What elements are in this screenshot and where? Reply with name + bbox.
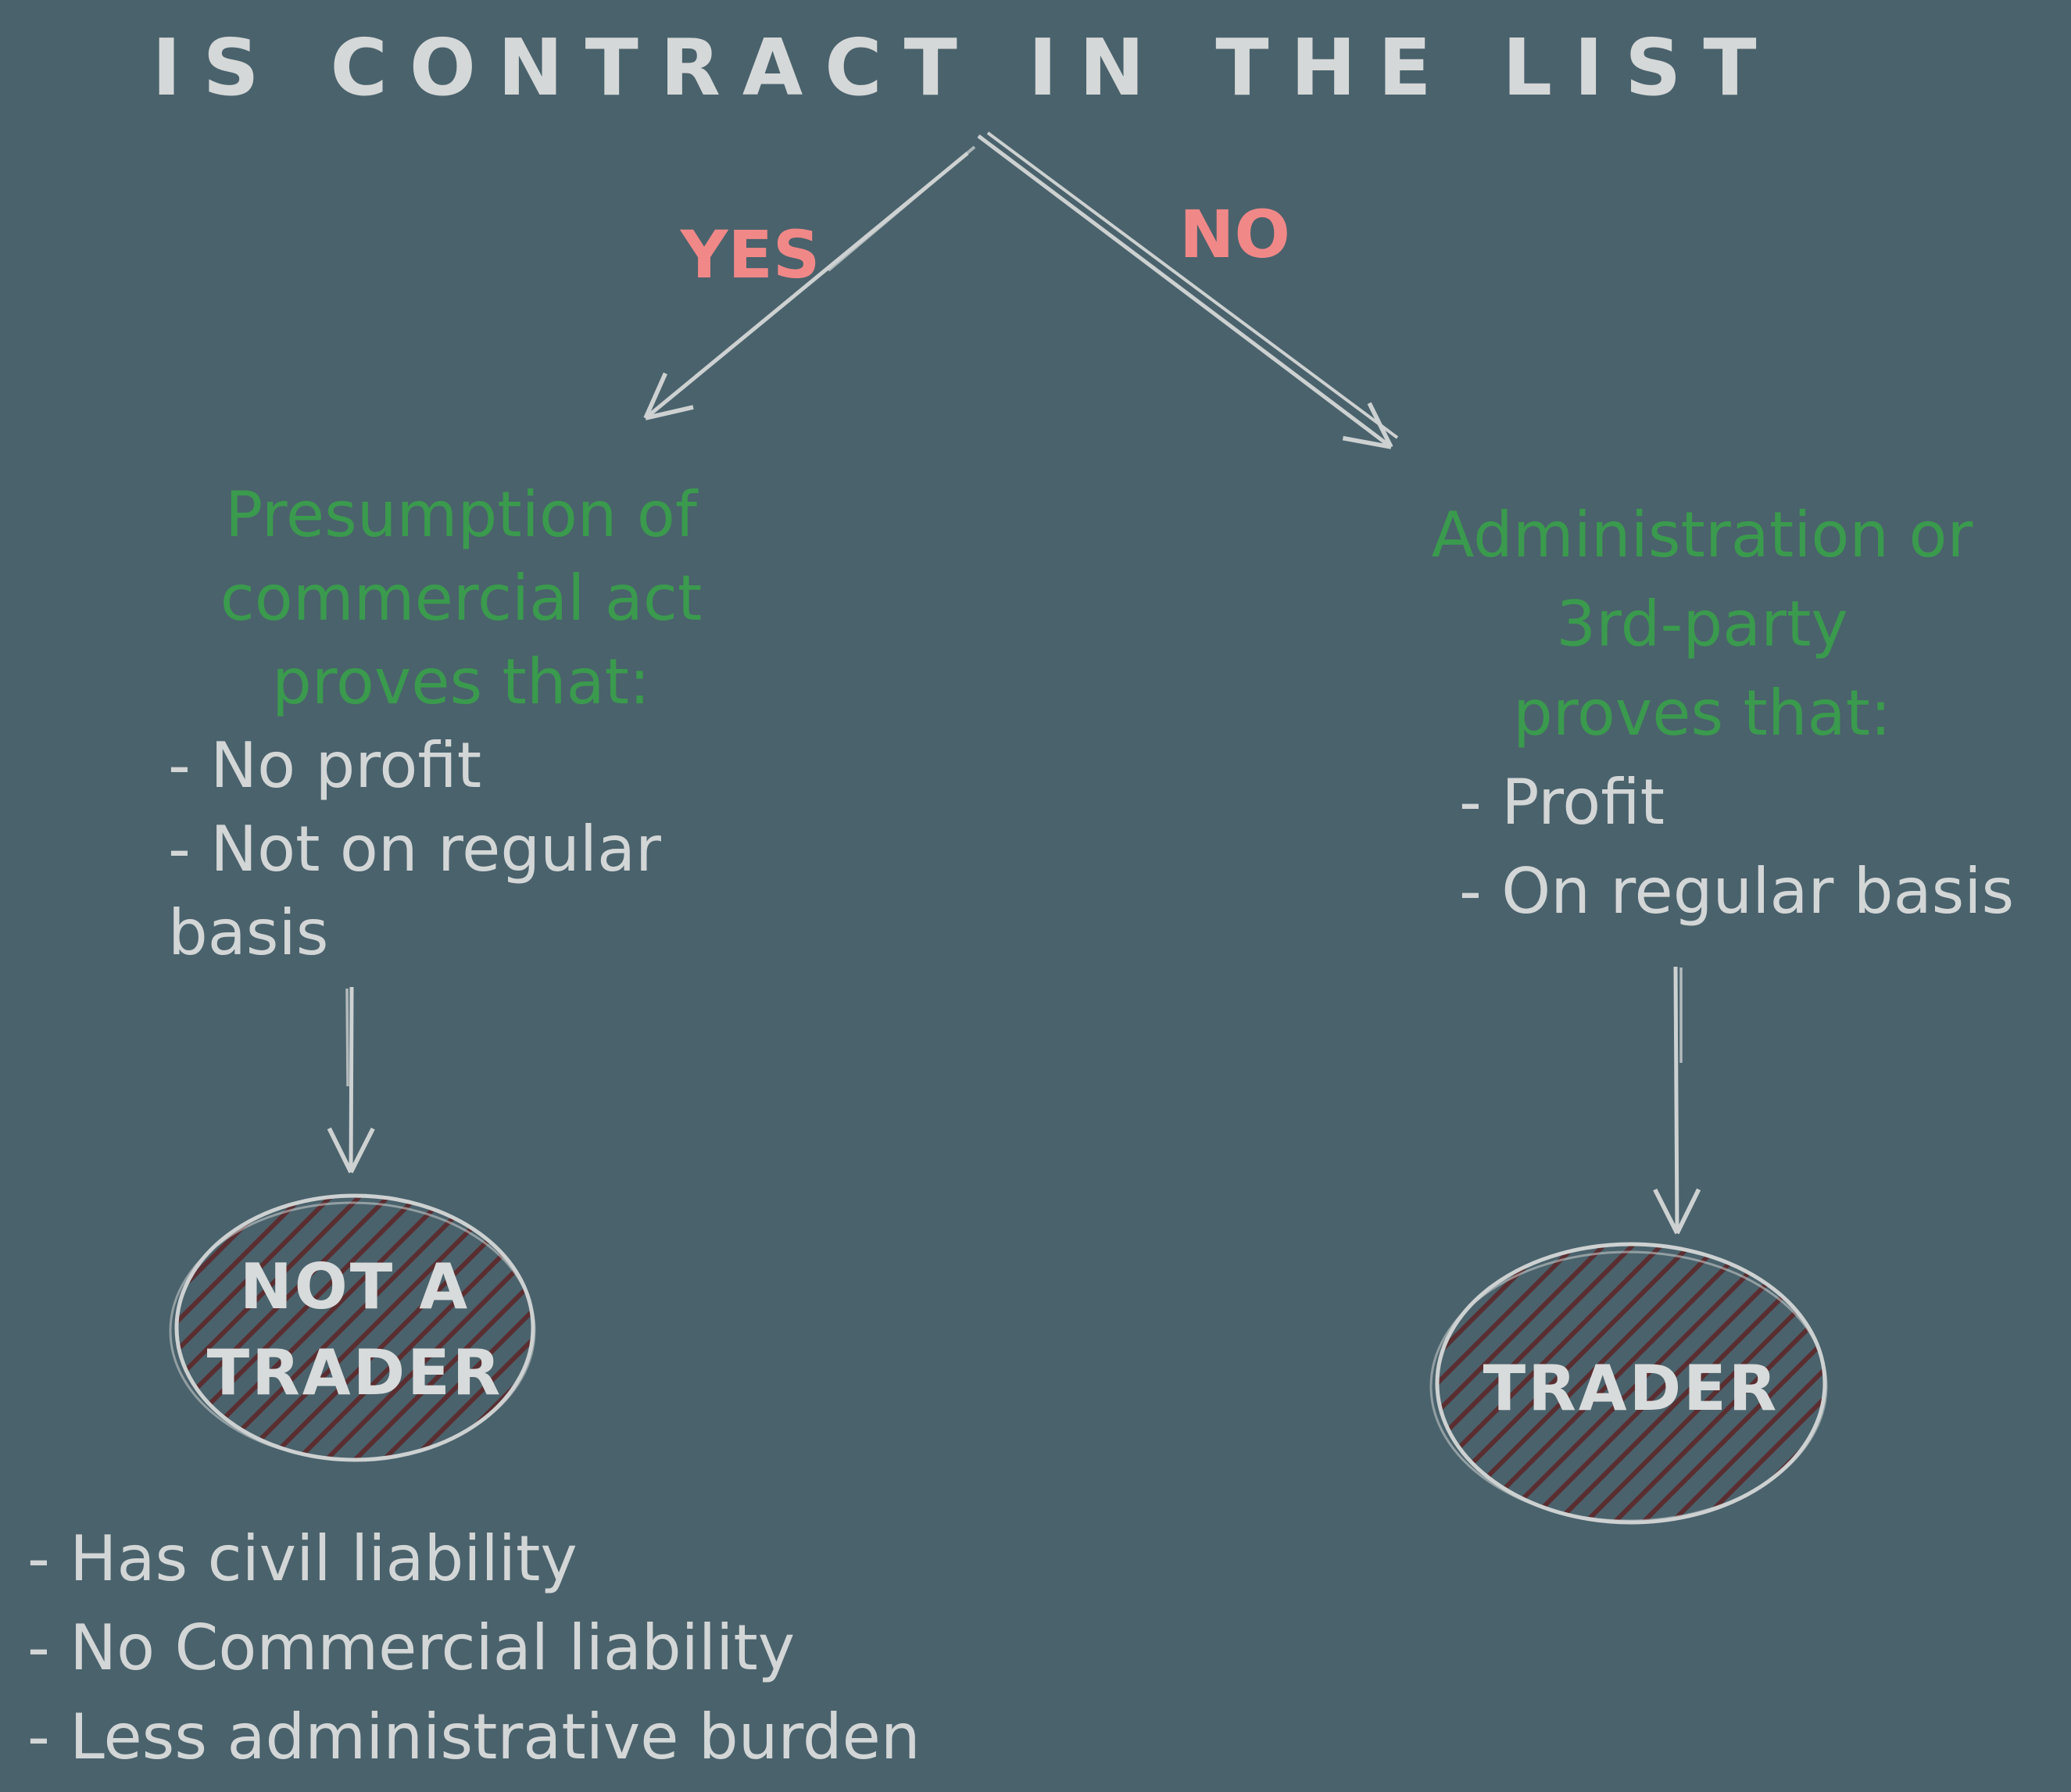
no-arrow (977, 134, 1393, 449)
yes-heading-line-3: proves that: (272, 646, 650, 718)
no-branch-label: NO (1179, 196, 1290, 273)
page-title: IS CONTRACT IN THE LIST (152, 22, 1779, 113)
footnote-administrative-burden: - Less administrative burden (27, 1701, 921, 1773)
yes-heading-line-1: Presumption of (224, 478, 698, 551)
bullet-profit: - Profit (1459, 766, 1665, 839)
no-branch-heading: Administration or 3rd-party proves that: (1390, 491, 2015, 758)
no-heading-line-1: Administration or (1431, 499, 1973, 571)
yes-heading-line-2: commercial act (220, 562, 703, 635)
left-down-arrow-sketch-stroke (345, 988, 349, 1087)
yes-branch-heading: Presumption of commercial act proves tha… (148, 473, 774, 724)
right-down-arrow (1653, 966, 1701, 1235)
no-branch-bullets: - Profit - On regular basis (1459, 758, 2071, 936)
no-arrow-sketch-stroke (986, 131, 1399, 439)
yes-arrow-sketch-stroke (827, 145, 976, 272)
yes-branch-bullets: - No profit - Not on regular basis (168, 724, 762, 975)
footnote-civil-liability: - Has civil liability (27, 1522, 578, 1595)
trader-result-label: TRADER (1483, 1352, 1779, 1425)
bullet-no-profit: - No profit (168, 729, 482, 802)
trader-ellipse (1435, 1242, 1827, 1525)
no-heading-line-2: 3rd-party (1556, 588, 1848, 660)
bullet-not-on-regular-basis: - Not on regular basis (168, 813, 661, 969)
not-a-trader-footnotes: - Has civil liability - No Commercial li… (27, 1515, 1121, 1782)
footnote-commercial-liability: - No Commercial liability (27, 1611, 796, 1684)
not-a-trader-ellipse-sketch-outline (169, 1201, 536, 1461)
no-heading-line-3: proves that: (1513, 677, 1891, 749)
left-down-arrow (327, 986, 375, 1174)
bullet-on-regular-basis: - On regular basis (1459, 855, 2015, 928)
trader-ellipse-sketch-outline (1429, 1250, 1828, 1522)
not-a-trader-result-label: NOT A TRADER (206, 1250, 503, 1409)
yes-branch-label: YES (680, 216, 821, 293)
